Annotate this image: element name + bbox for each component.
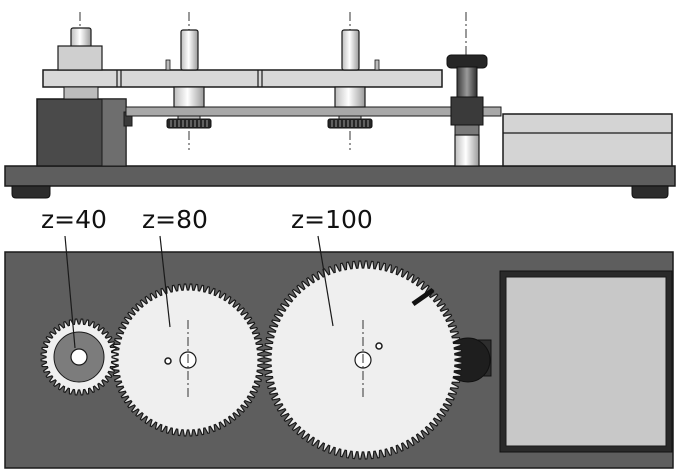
- motor-shaft: [57, 27, 103, 100]
- lower-bar: [125, 106, 502, 117]
- gear-center-lines: [187, 320, 364, 400]
- base-plate: [4, 165, 676, 187]
- side-view-center-lines: [79, 12, 467, 185]
- label-leader-lines: [64, 235, 334, 349]
- display-box-side: [502, 113, 673, 167]
- gear-z100-label: z=100: [291, 205, 373, 234]
- gear-z100-marker: [411, 287, 435, 307]
- adjust-knob-side: [446, 54, 488, 167]
- side-gear-small-2: [327, 118, 373, 129]
- top-view: [4, 235, 674, 469]
- display-screen: [505, 276, 667, 447]
- gear-z100-pin-hole: [375, 342, 383, 350]
- shaft-z80: [165, 29, 212, 129]
- top-bar: [42, 69, 443, 88]
- base-foot-left: [11, 185, 51, 199]
- base-foot-right: [631, 185, 669, 199]
- shaft-z100: [327, 29, 380, 129]
- side-gear-small-1: [166, 118, 212, 129]
- gear-z80-pin-hole: [164, 357, 172, 365]
- side-view: [4, 12, 676, 199]
- gear-z80-label: z=80: [142, 205, 208, 234]
- gear-z40-label: z=40: [41, 205, 107, 234]
- gear-z40: [40, 318, 118, 396]
